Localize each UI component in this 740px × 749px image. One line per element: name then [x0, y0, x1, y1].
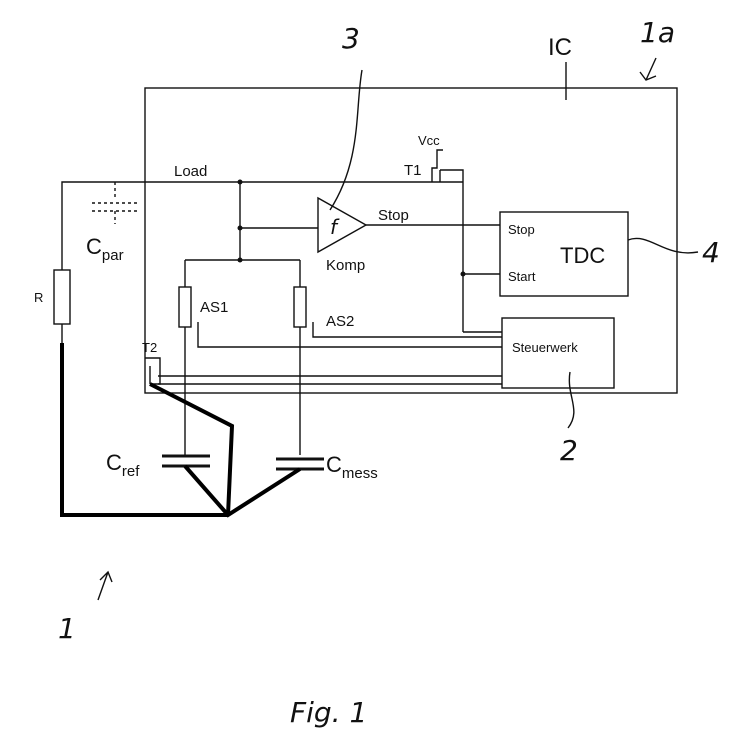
label-stop: Stop	[378, 207, 409, 224]
steuerwerk-block	[501, 317, 615, 389]
label-t1: T1	[404, 162, 422, 179]
label-cpar: Cpar	[86, 234, 124, 264]
comparator-komp	[317, 196, 368, 254]
label-ref-3: 3	[342, 22, 360, 55]
transistor-t1	[431, 149, 443, 182]
tdc-block	[499, 211, 629, 297]
label-vcc: Vcc	[418, 133, 440, 148]
label-ref-2: 2	[560, 434, 578, 467]
switch-as2	[293, 286, 307, 328]
label-ic: IC	[548, 34, 572, 61]
label-cref: Cref	[106, 450, 140, 480]
comparator-symbol: f	[330, 215, 340, 239]
figure-caption: Fig. 1	[290, 696, 367, 729]
label-tdc: TDC	[560, 243, 605, 268]
leader-4	[627, 237, 699, 254]
label-t2: T2	[142, 340, 157, 355]
label-as1: AS1	[200, 299, 228, 316]
resistor-r	[53, 269, 71, 325]
label-load: Load	[174, 163, 207, 180]
arrow-1	[97, 570, 113, 601]
switch-as1	[178, 286, 192, 328]
ground-line	[60, 343, 228, 517]
label-ref-1: 1	[58, 612, 76, 645]
leader-3	[329, 69, 363, 211]
label-komp: Komp	[326, 257, 365, 274]
label-tdc-start: Start	[508, 269, 536, 284]
label-as2: AS2	[326, 313, 354, 330]
arrow-1a	[639, 57, 657, 81]
label-ref-4: 4	[702, 236, 720, 269]
leader-2	[567, 371, 575, 429]
label-r: R	[34, 290, 43, 305]
label-cmess: Cmess	[326, 452, 378, 482]
ic-boundary	[144, 87, 678, 394]
load-line	[61, 181, 463, 270]
label-tdc-stop: Stop	[508, 222, 535, 237]
label-steuerwerk: Steuerwerk	[512, 340, 578, 355]
label-ref-1a: 1a	[640, 16, 675, 49]
transistor-t2	[145, 357, 161, 376]
